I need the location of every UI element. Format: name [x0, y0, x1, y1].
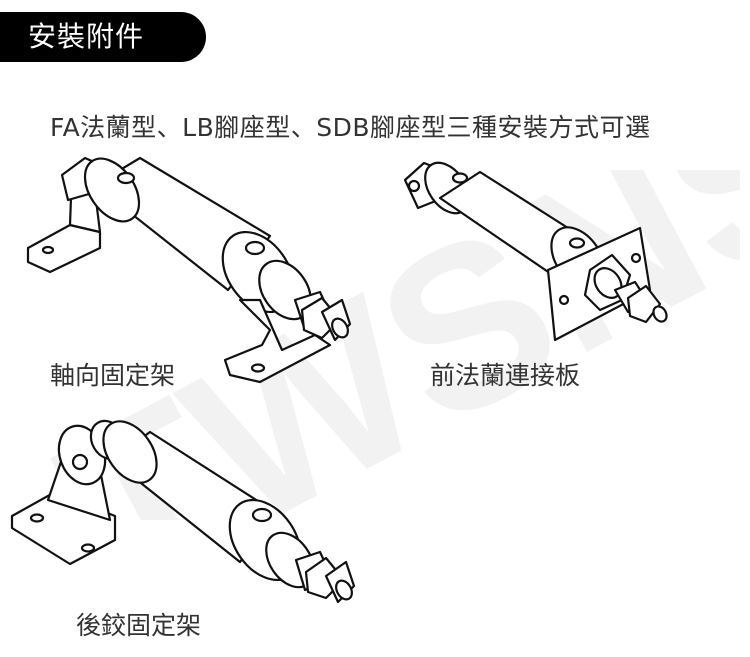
rear-clevis-cylinder-image [10, 419, 356, 604]
section-header: 安裝附件 [0, 12, 206, 62]
caption-axial-foot-bracket: 軸向固定架 [50, 361, 176, 390]
section-title: 安裝附件 [28, 20, 145, 53]
caption-rear-clevis-bracket: 後鉸固定架 [76, 611, 202, 640]
front-flange-cylinder-image [403, 161, 668, 342]
foot-bracket-cylinder-image [26, 156, 352, 384]
caption-front-flange-plate: 前法蘭連接板 [430, 361, 581, 390]
mounting-options-subtitle: FA法蘭型、LB腳座型、SDB腳座型三種安裝方式可選 [50, 113, 651, 142]
